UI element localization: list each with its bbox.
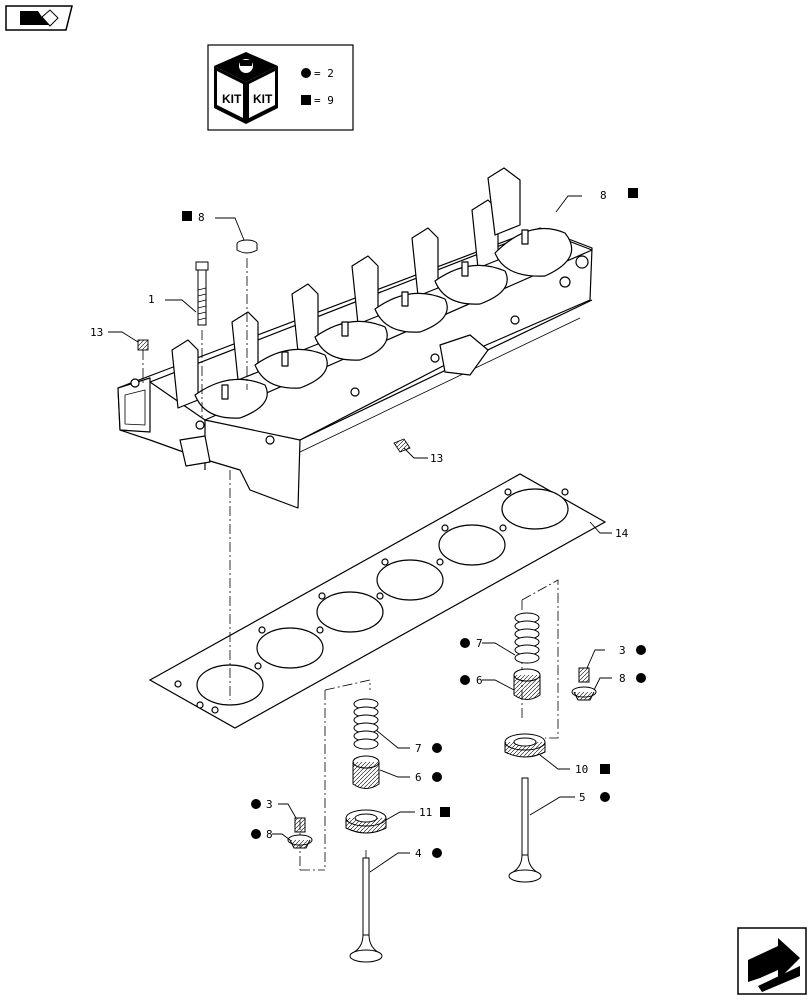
plug-part-13-left xyxy=(137,339,149,351)
bolt-part-1 xyxy=(195,261,209,326)
callout-6-left: 6 xyxy=(415,771,422,784)
leader-lines xyxy=(108,195,612,873)
callout-13-right: 13 xyxy=(430,452,443,465)
callout-8-left: 8 xyxy=(266,828,273,841)
next-page-icon[interactable] xyxy=(737,927,807,995)
circle-marker-icon xyxy=(636,673,646,683)
circle-marker-icon xyxy=(301,68,311,78)
seat-right-11 xyxy=(504,733,546,758)
callout-6-right: 6 xyxy=(476,674,483,687)
circle-marker-icon xyxy=(432,743,442,753)
callout-11: 10 xyxy=(575,763,588,776)
square-marker-icon xyxy=(301,95,311,105)
callout-10: 8 xyxy=(198,211,205,224)
spring-left-7 xyxy=(353,698,379,750)
circle-marker-icon xyxy=(251,799,261,809)
circle-marker-icon xyxy=(460,638,470,648)
callout-9a: 8 xyxy=(600,189,607,202)
seal-right-6 xyxy=(513,668,541,700)
callout-3-left: 3 xyxy=(266,798,273,811)
cylinder-head xyxy=(117,167,593,509)
spring-right-7 xyxy=(514,612,540,664)
square-marker-icon xyxy=(440,807,450,817)
callout-5: 5 xyxy=(579,791,586,804)
seal-left-6 xyxy=(352,755,380,789)
circle-marker-icon xyxy=(432,848,442,858)
kit-label-left: KIT xyxy=(222,92,242,106)
head-gasket xyxy=(148,473,607,729)
keeper-left-3 xyxy=(294,817,306,833)
retainer-right-8 xyxy=(571,686,597,701)
circle-marker-icon xyxy=(460,675,470,685)
callout-14: 14 xyxy=(615,527,629,540)
callout-1: 1 xyxy=(148,293,155,306)
callout-13-left: 13 xyxy=(90,326,103,339)
callout-12: 11 xyxy=(419,806,432,819)
callouts: 8 8 1 13 13 14 7 6 3 8 10 5 7 6 11 4 3 8 xyxy=(90,188,646,860)
square-marker-icon xyxy=(600,764,610,774)
keeper-right-3 xyxy=(578,667,590,683)
circle-marker-icon xyxy=(636,645,646,655)
plug-part-10 xyxy=(236,239,258,254)
square-marker-icon xyxy=(628,188,638,198)
callout-4: 4 xyxy=(415,847,422,860)
valve-right-5 xyxy=(508,777,542,883)
retainer-left-8 xyxy=(287,834,313,849)
circle-marker-icon xyxy=(251,829,261,839)
square-marker-icon xyxy=(182,211,192,221)
kit-box-icon: KIT KIT xyxy=(214,52,278,124)
callout-8-right: 8 xyxy=(619,672,626,685)
legend-circle-count: = 2 xyxy=(314,67,334,80)
legend-square-count: = 9 xyxy=(314,94,334,107)
plug-part-13-right xyxy=(393,438,411,453)
circle-marker-icon xyxy=(432,772,442,782)
kit-legend: KIT KIT = 2 = 9 xyxy=(207,44,354,131)
callout-7-right: 7 xyxy=(476,637,483,650)
circle-marker-icon xyxy=(600,792,610,802)
seat-left-12 xyxy=(345,809,387,834)
callout-3-right: 3 xyxy=(619,644,626,657)
valve-left-4 xyxy=(349,857,383,963)
callout-7-left: 7 xyxy=(415,742,422,755)
kit-label-right: KIT xyxy=(253,92,273,106)
back-to-index-icon[interactable] xyxy=(5,5,73,31)
